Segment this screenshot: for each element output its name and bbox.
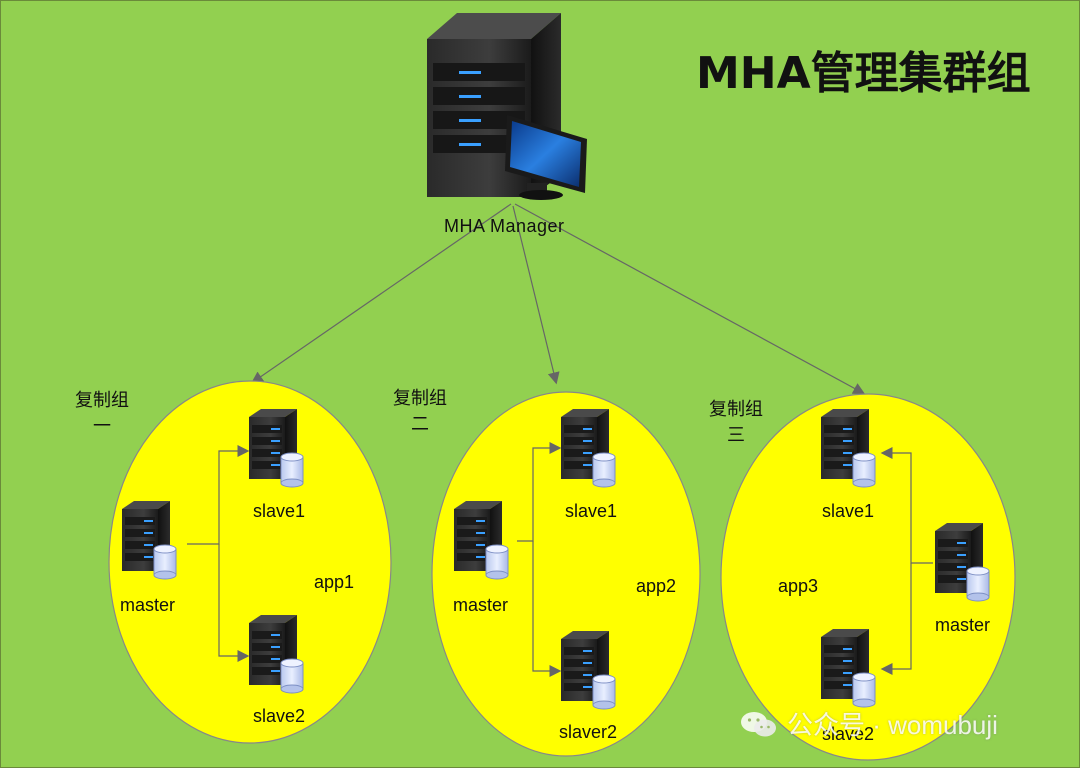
group2-master-label: master — [453, 595, 509, 615]
group1-slave2-label: slave2 — [253, 706, 306, 726]
edge-manager-group3 — [514, 203, 866, 395]
group1-label-line2: 一 — [93, 416, 111, 436]
group3-master-server-icon — [934, 522, 990, 602]
group3-slave2-server-icon — [820, 628, 876, 708]
diagram-title: MHA管理集群组 — [696, 48, 1031, 99]
group3-label-line2: 三 — [727, 425, 745, 445]
group2-label: 复制组 二 — [393, 385, 447, 437]
group1-master-server-icon — [121, 500, 177, 580]
group1-label: 复制组 一 — [75, 387, 129, 439]
group2-slave1-server-icon — [560, 408, 616, 488]
group1-label-line1: 复制组 — [75, 390, 129, 410]
wechat-icon — [741, 711, 776, 736]
group2-slave1-label: slave1 — [565, 501, 618, 521]
group3-slave1-label: slave1 — [822, 501, 875, 521]
group2-label-line1: 复制组 — [393, 388, 447, 408]
group1-slave1-server-icon — [248, 408, 304, 488]
group3-app-label: app3 — [778, 576, 819, 596]
edge-manager-group1 — [251, 203, 512, 384]
group3-slave1-server-icon — [820, 408, 876, 488]
group1-ellipse — [108, 380, 392, 744]
group2-ellipse — [431, 391, 701, 757]
watermark: 公众号 · womubuji — [739, 705, 998, 742]
group2-app-label: app2 — [636, 576, 677, 596]
group3-label-line1: 复制组 — [709, 399, 763, 419]
group3-master-label: master — [935, 615, 991, 635]
watermark-text: 公众号 · womubuji — [787, 710, 998, 740]
group3-ellipse — [720, 393, 1016, 761]
group3-connectors — [880, 447, 933, 675]
group3-label: 复制组 三 — [709, 396, 763, 448]
mha-manager-server-icon — [427, 13, 587, 200]
mha-manager-label: MHA Manager — [444, 216, 565, 236]
group1-slave2-server-icon — [248, 614, 304, 694]
group2-label-line2: 二 — [411, 414, 429, 434]
edge-manager-group2 — [512, 205, 560, 385]
group1-app-label: app1 — [314, 572, 355, 592]
group1-master-label: master — [120, 595, 176, 615]
group2-slaver2-server-icon — [560, 630, 616, 710]
group2-master-server-icon — [453, 500, 509, 580]
group2-slaver2-label: slaver2 — [559, 722, 618, 742]
group1-connectors — [187, 445, 250, 662]
group1-slave1-label: slave1 — [253, 501, 306, 521]
group3-slave2-label: slave2 — [822, 724, 875, 744]
group2-connectors — [517, 442, 562, 677]
